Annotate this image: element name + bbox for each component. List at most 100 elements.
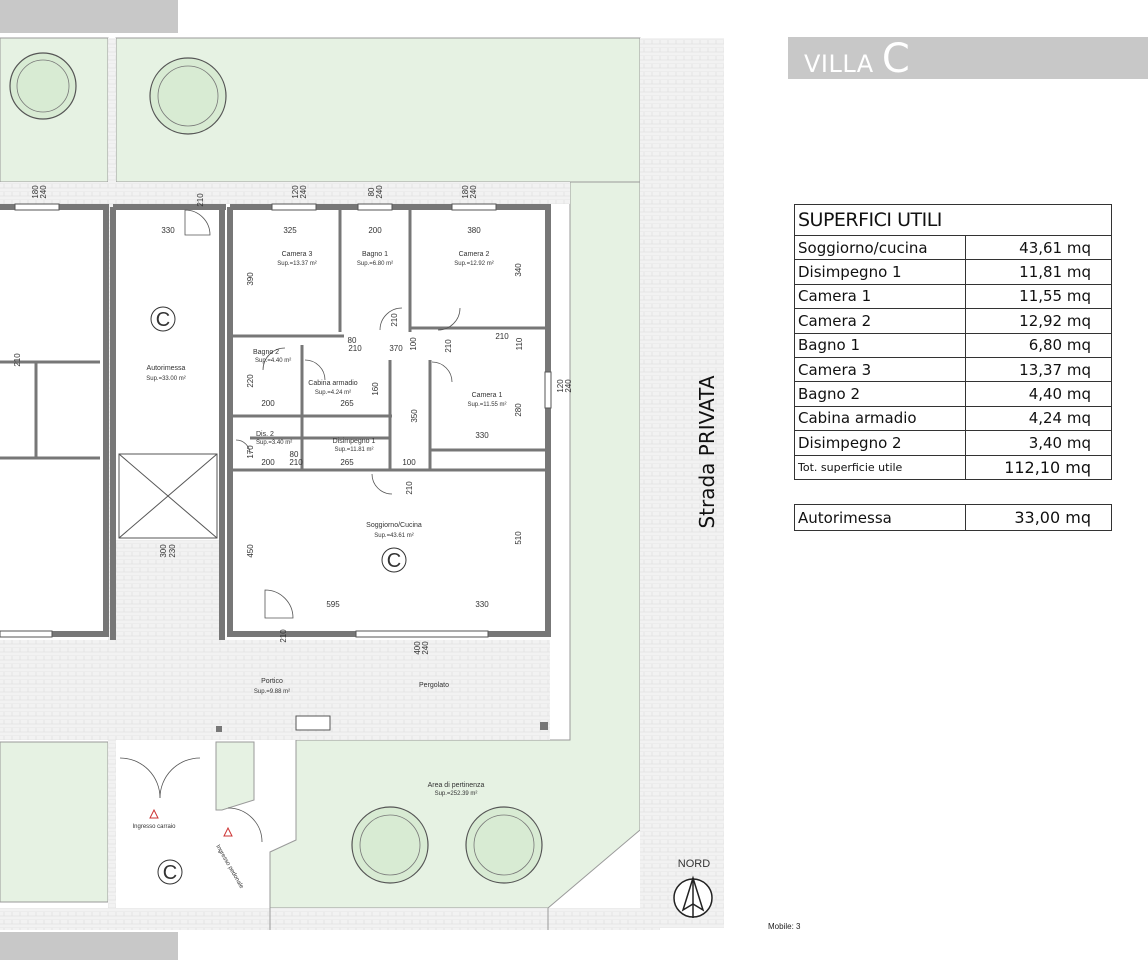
bottom-tab (0, 932, 178, 960)
dimension-label: 210 (289, 458, 303, 467)
north-label: NORD (678, 858, 710, 870)
svg-text:C: C (387, 550, 401, 572)
garage-walls (110, 204, 226, 640)
left-paving (0, 640, 108, 740)
dimension-label: 240 (469, 185, 478, 199)
dimension-label: 510 (514, 531, 523, 545)
dimension-label: 240 (564, 379, 573, 393)
dimension-label: 180 (31, 185, 40, 199)
neighbour-unit-walls (0, 204, 109, 637)
tree-icon (351, 806, 429, 884)
room-name-bagno1: Bagno 1 (362, 251, 388, 258)
room-area-autorimessa: Sup.=33.00 m² (146, 376, 186, 382)
dimension-label: 80 (290, 450, 299, 459)
warning-triangle-icon (223, 826, 233, 837)
room-name-camera1: Camera 1 (472, 392, 503, 399)
garden-bottom-left (0, 741, 109, 903)
floor-plan: C C C Camera 3 Sup.=13.37 m² Bagno 1 Sup… (0, 37, 724, 930)
room-area-bagno1: Sup.=6.80 m² (357, 261, 393, 267)
dimension-label: 210 (196, 193, 205, 207)
dimension-label: 170 (246, 445, 255, 459)
dimension-label: 330 (161, 226, 175, 235)
dimension-label: 380 (467, 226, 481, 235)
dimension-label: 200 (368, 226, 382, 235)
dimension-label: 230 (168, 544, 177, 558)
dimension-label: 210 (279, 629, 288, 643)
areas-table-title: SUPERFICI UTILI (794, 204, 1112, 236)
north-arrow-icon (673, 875, 713, 918)
dimension-label: 300 (159, 544, 168, 558)
top-tab (0, 0, 178, 33)
tree-icon (149, 57, 227, 135)
room-area-dis2: Sup.=3.40 m² (256, 440, 292, 446)
dimension-label: 110 (515, 337, 524, 350)
room-name-camera2: Camera 2 (459, 251, 490, 258)
room-name-pertinenza: Area di pertinenza (428, 782, 485, 789)
dimension-label: 210 (444, 339, 453, 353)
room-area-soggiorno: Sup.=43.61 m² (374, 533, 414, 539)
tree-icon (465, 806, 543, 884)
room-area-disimpegno1: Sup.=11.81 m² (334, 447, 373, 453)
dimension-label: 265 (340, 458, 354, 467)
dimension-label: 100 (402, 458, 416, 467)
dimension-label: 80 (348, 336, 357, 345)
dimension-label: 200 (261, 458, 275, 467)
dimension-label: 390 (246, 272, 255, 286)
warning-triangle-icon (149, 808, 159, 819)
driveway-paving (116, 540, 220, 740)
room-area-camera2: Sup.=12.92 m² (454, 261, 494, 267)
room-area-pertinenza: Sup.=252.39 m² (435, 791, 478, 797)
dimension-label: 280 (514, 403, 523, 417)
villa-title: VILLA C (804, 36, 911, 82)
room-name-camera3: Camera 3 (282, 251, 313, 258)
dimension-label: 210 (390, 313, 399, 327)
room-area-bagno2: Sup.=4.40 m² (255, 358, 291, 364)
svg-text:C: C (156, 309, 170, 331)
room-name-bagno2: Bagno 2 (253, 349, 279, 356)
svg-text:C: C (163, 862, 177, 884)
room-name-dis2: Dis. 2 (256, 431, 274, 438)
room-name-autorimessa: Autorimessa (147, 365, 186, 372)
dimension-label: 120 (291, 185, 300, 199)
room-area-camera1: Sup.=11.55 m² (467, 402, 506, 408)
dimension-label: 330 (475, 431, 489, 440)
room-area-camera3: Sup.=13.37 m² (277, 261, 317, 267)
dimension-label: 210 (495, 332, 509, 341)
unit-marker-icon: C (157, 859, 183, 885)
unit-marker-icon: C (381, 547, 407, 573)
dimension-label: 240 (39, 185, 48, 199)
dimension-label: 595 (326, 600, 340, 609)
room-name-portico: Portico (261, 678, 283, 685)
entrance-pedonale: Ingresso pedonale (214, 844, 244, 890)
portico-paving (220, 640, 550, 740)
room-area-portico: Sup.=9.88 m² (254, 689, 290, 695)
pergola-columns (216, 715, 548, 732)
dimension-label: 120 (556, 379, 565, 393)
dimension-label: 210 (348, 344, 362, 353)
dimension-label: 80 (367, 187, 376, 196)
dimension-label: 210 (405, 481, 414, 495)
street-label: Strada PRIVATA (695, 375, 719, 529)
room-name-disimpegno1: Disimpegno 1 (333, 438, 376, 445)
dimension-label: 180 (461, 185, 470, 199)
dimension-label: 240 (375, 185, 384, 199)
dimension-label: 240 (421, 641, 430, 655)
south-paving (0, 908, 660, 930)
garden-small (215, 741, 255, 811)
dimension-label: 370 (389, 344, 403, 353)
door-swings (119, 209, 461, 843)
dimension-label: 160 (371, 382, 380, 396)
dimension-label: 400 (413, 641, 422, 655)
garden-pertinenza (269, 181, 641, 909)
room-name-cabina: Cabina armadio (308, 380, 358, 387)
